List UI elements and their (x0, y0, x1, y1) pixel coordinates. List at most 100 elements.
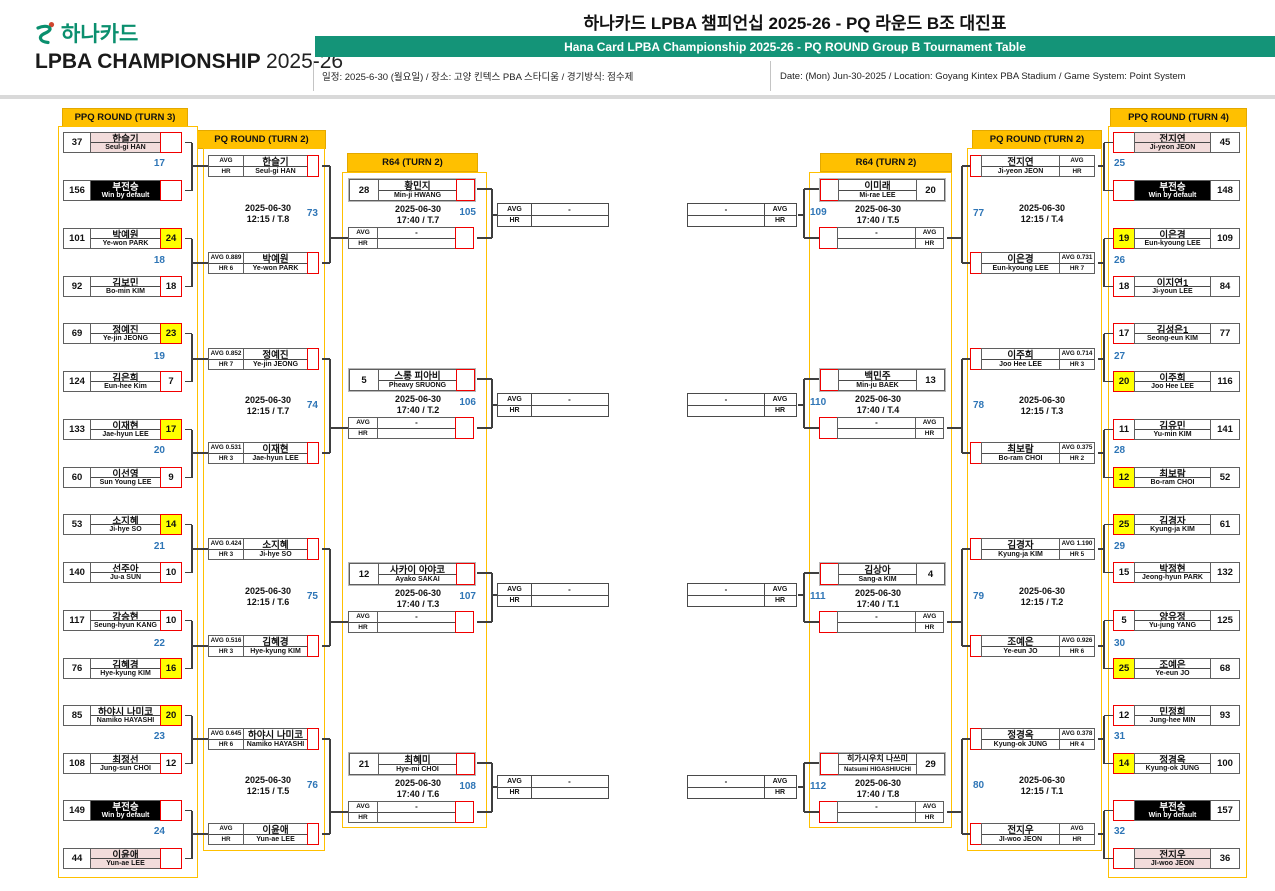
bracket-line (185, 237, 192, 240)
score-slot (820, 753, 839, 775)
match-number: 21 (153, 541, 165, 552)
score-slot (307, 252, 319, 274)
bracket-line (803, 189, 805, 238)
player-seed: 101 (63, 228, 91, 249)
player-name-top: 정경옥 (1134, 754, 1211, 764)
player-seed: 157 (1210, 800, 1240, 821)
score-cell: 11 (1113, 419, 1135, 440)
stat-value-top: - (377, 612, 456, 623)
bracket-line (1103, 142, 1105, 191)
bracket-line (1098, 165, 1104, 167)
match-number: 73 (306, 208, 318, 219)
round-header-r64-right: R64 (TURN 2) (820, 153, 952, 172)
match-number: 24 (153, 826, 165, 837)
player-name-bottom: Sang-a KIM (858, 575, 897, 583)
player-name-top: 양유정 (1134, 611, 1211, 621)
stat-value: - (530, 203, 609, 227)
player-name-bottom: Win by default (101, 191, 150, 199)
bracket-line (962, 452, 970, 454)
player-name-top: 조예은 (1134, 659, 1211, 669)
bracket-line (191, 333, 193, 382)
stat-label-top: AVG (916, 612, 943, 623)
stat-value-bottom (532, 406, 608, 417)
stat-label-bottom: HR (358, 239, 368, 247)
ppq-left-column (58, 126, 198, 878)
player-name-top: 하야시 나미코 (90, 706, 161, 716)
bracket-line (947, 621, 962, 623)
match-number: 76 (306, 780, 318, 791)
player-name-top: 소지혜 (243, 539, 308, 550)
player-name-top: 강승현 (90, 611, 161, 621)
player-name-bottom: Ju-a SUN (109, 574, 142, 581)
round-header-ppq-right: PPQ ROUND (TURN 4) (1110, 108, 1247, 127)
player-name-bottom: Ayako SAKAI (395, 575, 440, 583)
stat-value: - (376, 417, 457, 439)
player-name-bottom: Jung-sun CHOI (100, 765, 151, 772)
round-header-pq-left: PQ ROUND (TURN 2) (197, 130, 326, 149)
bracket-line (185, 380, 192, 383)
stat-label-bottom: HR (358, 623, 368, 631)
score-cell: 23 (160, 323, 182, 344)
match-number: 17 (153, 158, 165, 169)
stat-label-top: AVG (764, 584, 796, 596)
player-name-bottom: Jeong-hyun PARK (1142, 574, 1203, 581)
player-name-top: 박정현 (1134, 563, 1211, 573)
bracket-line (1104, 857, 1113, 860)
player-name-bottom: Mi-rae LEE (859, 191, 896, 199)
stat-label-top: AVG (498, 584, 531, 596)
bracket-line (192, 262, 208, 264)
player-name-top: 이윤애 (243, 824, 308, 835)
player-stats-bottom: HR 6 (218, 740, 234, 748)
bracket-line (492, 214, 497, 216)
stat-value-top: - (377, 228, 456, 239)
bracket-line (322, 262, 330, 264)
player-name-bottom: Hye-kyung KIM (250, 647, 301, 655)
match-number: 106 (459, 397, 476, 408)
bracket-line (804, 427, 819, 429)
bracket-line (492, 594, 497, 596)
player-stats-top: AVG 0.889 (209, 253, 243, 264)
bracket-line (492, 786, 497, 788)
score-cell (1113, 132, 1135, 153)
player-name-bottom: Seul-gi HAN (105, 144, 146, 151)
score-cell: 5 (1113, 610, 1135, 631)
stat-label-bottom: HR (924, 813, 935, 821)
stat-label-top: AVG (916, 228, 943, 239)
player-name-bottom: Win by default (1148, 191, 1197, 199)
bracket-line (185, 285, 192, 288)
score-cell: 18 (160, 276, 182, 297)
player-stats-top: AVG 0.852 (209, 349, 243, 360)
player-name-bottom: Natsumi HIGASHIUCHI (843, 765, 912, 773)
player-name-bottom: JI-woo JEON (998, 835, 1043, 843)
match-number: 78 (973, 400, 985, 411)
match-date: 2025-06-30 (1018, 203, 1066, 213)
player-name-top: 부전승 (112, 181, 139, 191)
player-seed: 92 (63, 276, 91, 297)
match-date: 2025-06-30 (854, 778, 902, 788)
stat-label-bottom: HR (509, 597, 520, 605)
score-cell (160, 848, 182, 869)
score-cell (1113, 180, 1135, 201)
